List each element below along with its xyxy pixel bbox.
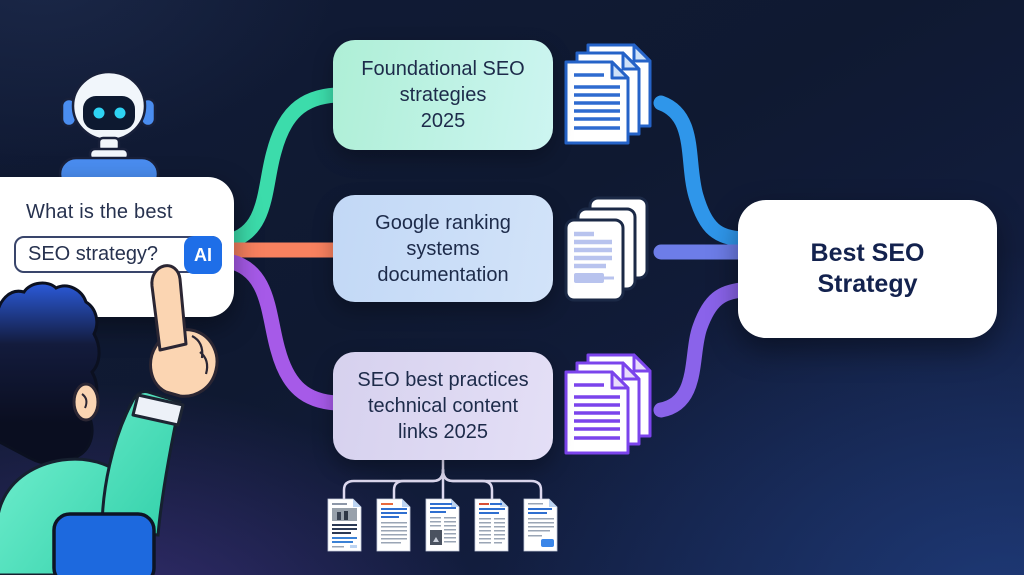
search-input-value: SEO strategy? — [28, 243, 159, 265]
doc-thumbnail-icon — [474, 498, 509, 552]
search-input[interactable]: SEO strategy? AI — [14, 236, 222, 274]
doc-thumbnail-icon — [425, 498, 460, 552]
keyword-line: links 2025 — [397, 421, 489, 443]
fanout-connectors — [342, 458, 543, 501]
document-stack-violet-icon — [564, 353, 652, 455]
query-question: What is the best — [26, 201, 173, 223]
doc-thumbnail-icon — [376, 498, 411, 552]
keyword-line: technical content — [367, 395, 519, 417]
doc-thumbnail-icon — [523, 498, 558, 552]
doc-thumbnail-icon — [327, 498, 362, 552]
keyword-node-foundational-seo: Foundational SEO strategies 2025 — [333, 40, 553, 150]
ai-button[interactable]: AI — [184, 236, 222, 274]
connector-blue — [653, 95, 750, 247]
result-line: Strategy — [817, 270, 918, 298]
right-connectors — [653, 95, 750, 418]
keyword-line: Foundational SEO — [361, 58, 525, 80]
result-node-best-seo-strategy: Best SEO Strategy — [738, 200, 997, 338]
connector-violet — [653, 282, 750, 418]
keyword-line: strategies — [399, 84, 487, 106]
left-connectors — [220, 87, 344, 411]
robot-icon — [58, 70, 160, 192]
connector-mint — [220, 87, 344, 249]
keyword-line: SEO best practices — [357, 369, 529, 391]
keyword-node-google-ranking: Google ranking systems documentation — [333, 195, 553, 302]
query-card: What is the best SEO strategy? AI — [0, 177, 234, 317]
source-doc-thumbnails — [327, 498, 558, 552]
keyword-line: systems — [406, 237, 480, 260]
result-line: Best SEO — [810, 239, 925, 267]
keyword-node-seo-best-practices: SEO best practices technical content lin… — [333, 352, 553, 460]
keyword-line: 2025 — [420, 110, 466, 132]
document-stack-blue-icon — [564, 43, 652, 145]
document-stack-navy-icon — [564, 196, 649, 302]
connector-purple — [220, 253, 344, 411]
keyword-line: Google ranking — [375, 211, 511, 234]
keyword-line: documentation — [377, 263, 509, 286]
